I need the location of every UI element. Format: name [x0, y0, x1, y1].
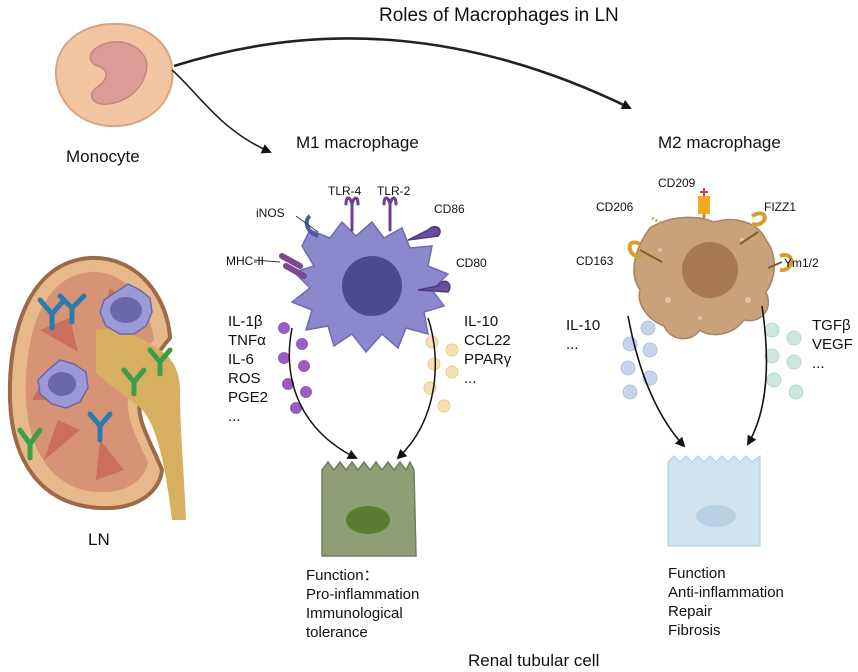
- m2-right-factor: ...: [812, 355, 825, 372]
- monocyte-label: Monocyte: [66, 147, 140, 166]
- m2-function-line: Anti-inflammation: [668, 584, 784, 601]
- m1-function: Function： Pro-inflammation Immunological…: [306, 566, 419, 642]
- m2-cd209-label: CD209: [658, 176, 696, 190]
- kidney-macrophage-1: [99, 283, 153, 335]
- m2-renal-cell: [667, 454, 761, 547]
- m1-left-dots: [278, 322, 312, 414]
- m2-right-dots: [764, 322, 804, 400]
- m1-right-factor: IL-10: [464, 313, 499, 330]
- m2-ym12-label: Ym1/2: [784, 256, 819, 270]
- m1-left-factor: TNFα: [228, 332, 266, 349]
- m2-function-line: Function: [668, 565, 726, 582]
- m1-right-factor: PPARγ: [464, 351, 512, 368]
- m1-macrophage-cell: [279, 196, 451, 354]
- m2-left-factors: IL-10 ...: [566, 316, 600, 354]
- m2-macrophage-cell: [627, 188, 794, 340]
- m1-cd80-label: CD80: [456, 256, 487, 270]
- monocyte-nucleus: [89, 41, 148, 105]
- m1-right-factor: CCL22: [464, 332, 511, 349]
- m2-function: Function Anti-inflammation Repair Fibros…: [668, 564, 784, 640]
- m1-title: M1 macrophage: [296, 133, 419, 152]
- m1-inos-label: iNOS: [256, 206, 285, 220]
- m1-left-factors: IL-1β TNFα IL-6 ROS PGE2 ...: [228, 312, 268, 426]
- m2-right-factor: VEGF: [812, 336, 853, 353]
- m2-cd206-label: CD206: [596, 200, 634, 214]
- m2-title: M2 macrophage: [658, 133, 781, 152]
- m1-left-factor: ROS: [228, 370, 261, 387]
- m1-function-line: Immunological: [306, 605, 403, 622]
- arrow-to-m2: [173, 37, 632, 110]
- m1-mhc2-label: MHC-II: [226, 254, 264, 268]
- m2-cd163-label: CD163: [576, 254, 614, 268]
- page-title: Roles of Macrophages in LN: [379, 5, 619, 26]
- m2-function-line: Repair: [668, 603, 713, 620]
- m1-tlr2-label: TLR-2: [377, 184, 411, 198]
- m1-right-factor: ...: [464, 370, 477, 387]
- m1-left-factor: IL-1β: [228, 313, 263, 330]
- m2-fizz1-label: FIZZ1: [764, 200, 796, 214]
- m1-left-factor: IL-6: [228, 351, 254, 368]
- renal-tubular-cell-label: Renal tubular cell: [468, 651, 600, 670]
- arrow-to-m1: [171, 69, 272, 154]
- m1-function-line: tolerance: [306, 624, 368, 641]
- kidney-illustration: [7, 255, 186, 520]
- m1-tlr4-label: TLR-4: [328, 184, 362, 198]
- m2-function-line: Fibrosis: [668, 622, 721, 639]
- m2-left-dots: [620, 320, 658, 400]
- m1-left-factor: PGE2: [228, 389, 269, 406]
- m2-left-factor: ...: [566, 336, 579, 353]
- m1-cd86-label: CD86: [434, 202, 465, 216]
- m1-right-dots: [423, 335, 459, 413]
- ln-label: LN: [88, 530, 110, 549]
- m1-renal-cell: [321, 460, 417, 557]
- m2-right-factors: TGFβ VEGF ...: [812, 316, 853, 373]
- m2-right-factor: TGFβ: [812, 317, 851, 334]
- m1-right-factors: IL-10 CCL22 PPARγ ...: [464, 312, 511, 388]
- m1-function-line: Function：: [306, 567, 379, 584]
- m1-function-line: Pro-inflammation: [306, 586, 420, 603]
- monocyte-cell: [54, 22, 174, 128]
- m2-left-factor: IL-10: [566, 317, 601, 334]
- m1-left-factor: ...: [228, 408, 241, 425]
- kidney-macrophage-2: [37, 359, 89, 409]
